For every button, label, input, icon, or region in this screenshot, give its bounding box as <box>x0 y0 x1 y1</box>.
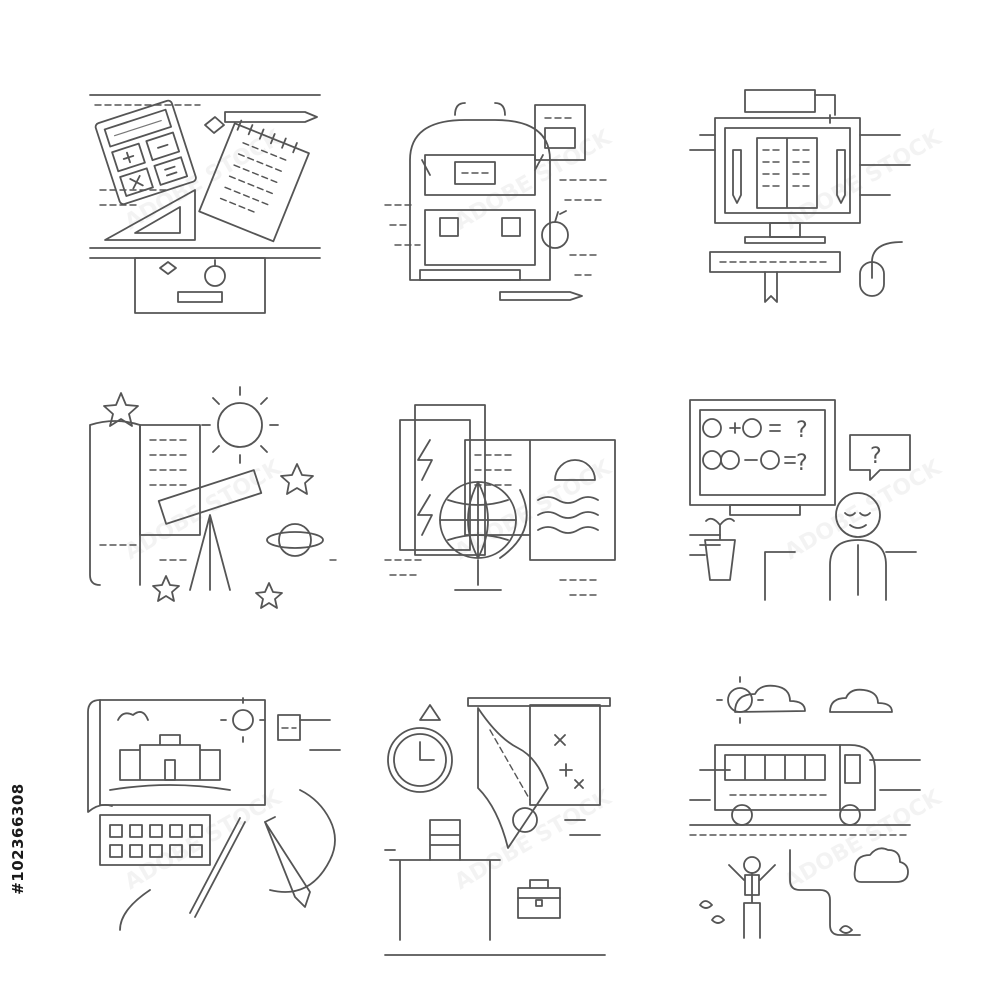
svg-text:ADOBE STOCK: ADOBE STOCK <box>781 125 947 235</box>
svg-text:ADOBE STOCK: ADOBE STOCK <box>451 785 617 895</box>
drawing-lesson-icon <box>87 697 341 931</box>
speech-question-mark: ? <box>870 444 882 469</box>
svg-text:ADOBE STOCK: ADOBE STOCK <box>121 125 287 235</box>
classroom-icon <box>384 697 611 956</box>
school-backpack-icon <box>384 102 611 301</box>
question-mark-2: ? <box>796 451 808 476</box>
svg-text:ADOBE STOCK: ADOBE STOCK <box>121 785 287 895</box>
svg-text:ADOBE STOCK: ADOBE STOCK <box>121 455 287 565</box>
question-mark-1: ? <box>796 418 808 443</box>
math-lesson-boy-icon: ? ? ? <box>689 399 917 601</box>
online-education-icon <box>689 89 911 303</box>
svg-text:ADOBE STOCK: ADOBE STOCK <box>451 455 617 565</box>
svg-text:ADOBE STOCK: ADOBE STOCK <box>781 785 947 895</box>
school-bus-icon <box>689 676 921 939</box>
school-supplies-desk-icon <box>89 94 321 314</box>
geography-lesson-icon <box>384 404 616 596</box>
astronomy-lesson-icon <box>89 386 341 609</box>
